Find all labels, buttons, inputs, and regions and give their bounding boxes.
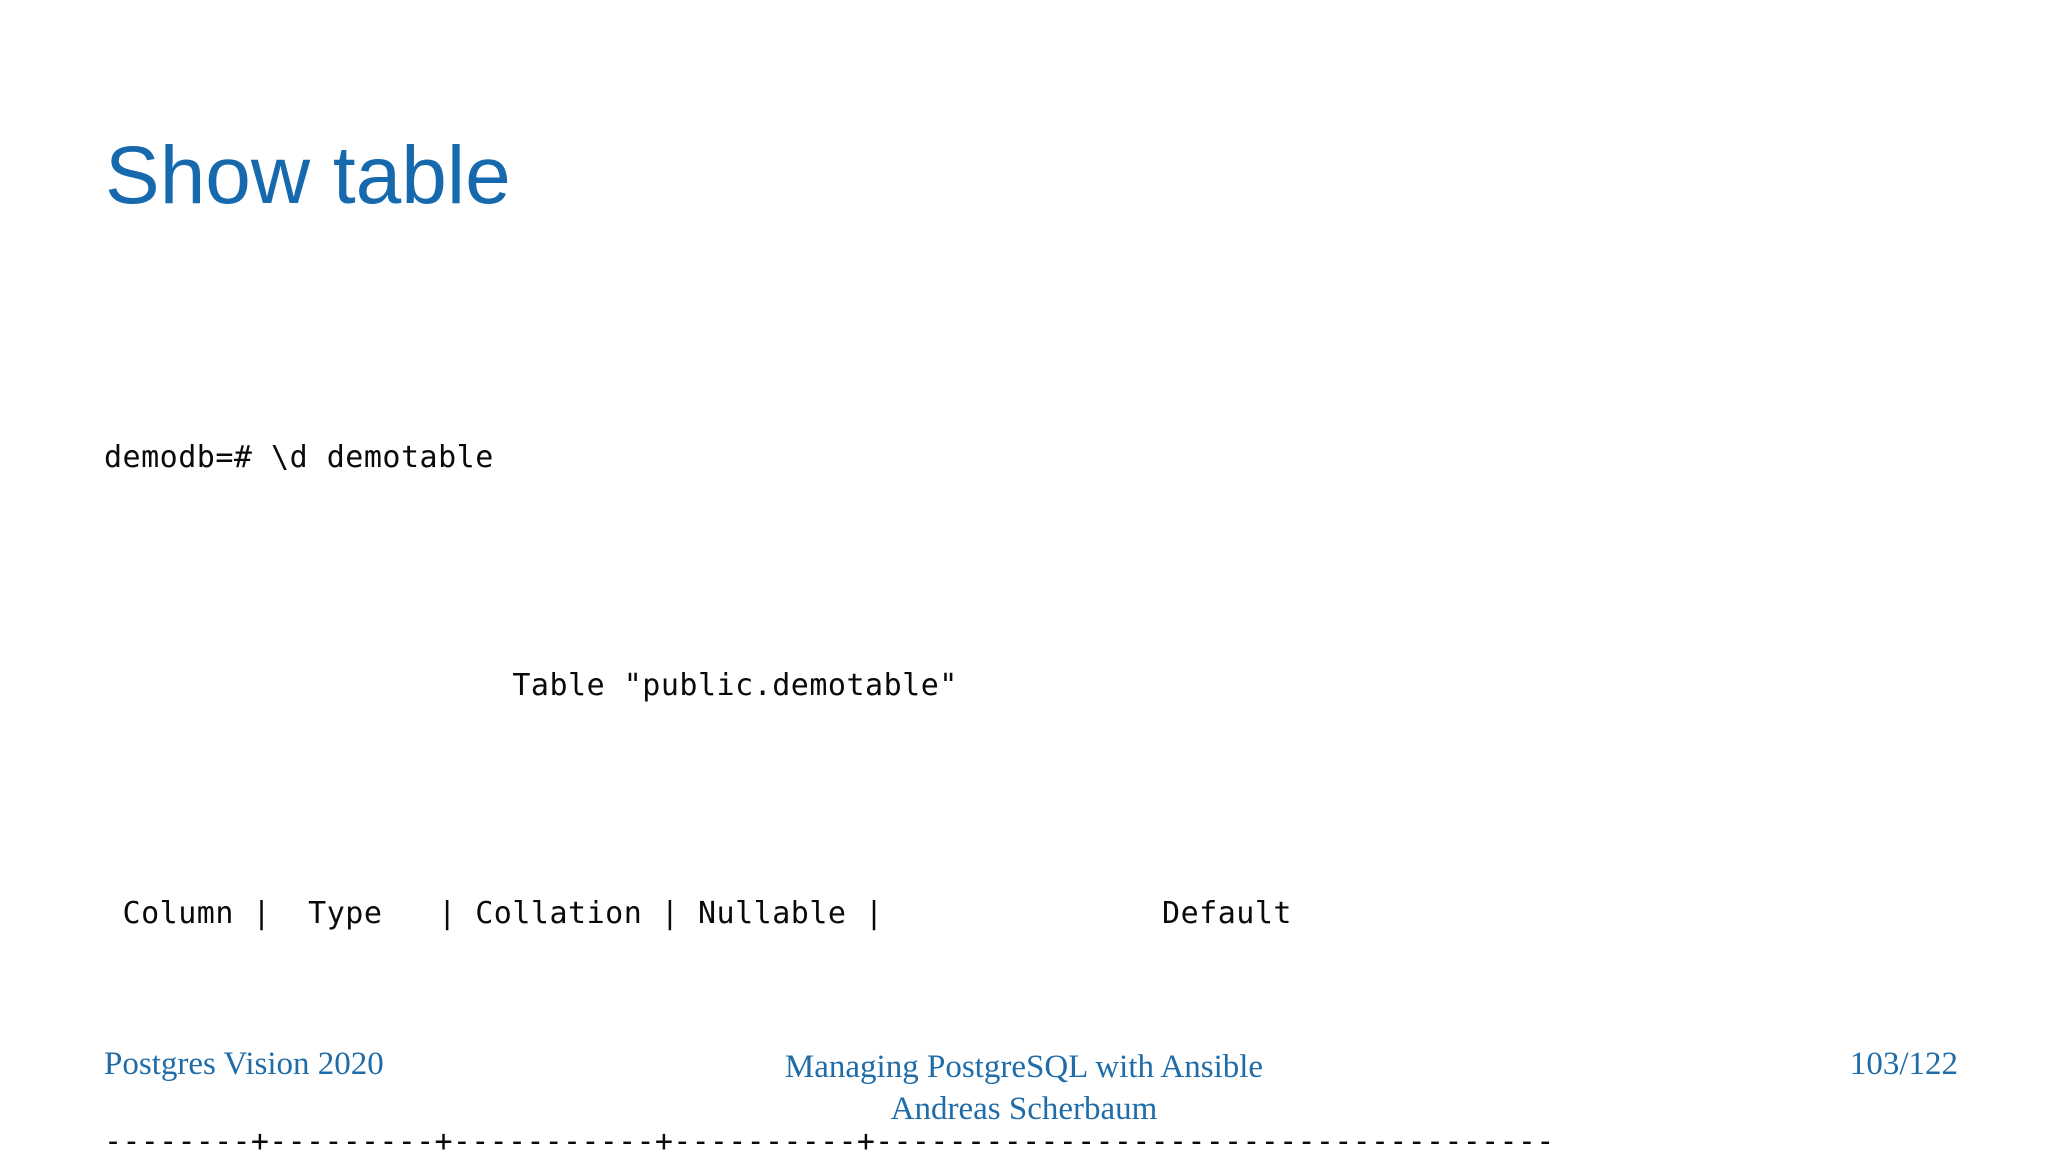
terminal-table-separator: --------+---------+-----------+---------… (104, 1124, 1555, 1152)
footer-presentation-title: Managing PostgreSQL with Ansible (784, 1049, 1264, 1085)
footer-center-block: Managing PostgreSQL with Ansible Andreas… (785, 1046, 1263, 1130)
footer-event-name: Postgres Vision 2020 (104, 1046, 384, 1082)
terminal-table-header: Column | Type | Collation | Nullable | D… (104, 896, 1292, 931)
footer-author: Andreas Scherbaum (890, 1091, 1158, 1127)
page-title: Show table (105, 129, 511, 221)
footer-page-number: 103/122 (1849, 1046, 1958, 1082)
slide-footer: Postgres Vision 2020 Managing PostgreSQL… (0, 1040, 2048, 1152)
terminal-table-caption: Table "public.demotable" (104, 668, 958, 703)
terminal-prompt-line: demodb=# \d demotable (104, 440, 494, 475)
terminal-output-block: demodb=# \d demotable Table "public.demo… (104, 268, 1944, 1152)
